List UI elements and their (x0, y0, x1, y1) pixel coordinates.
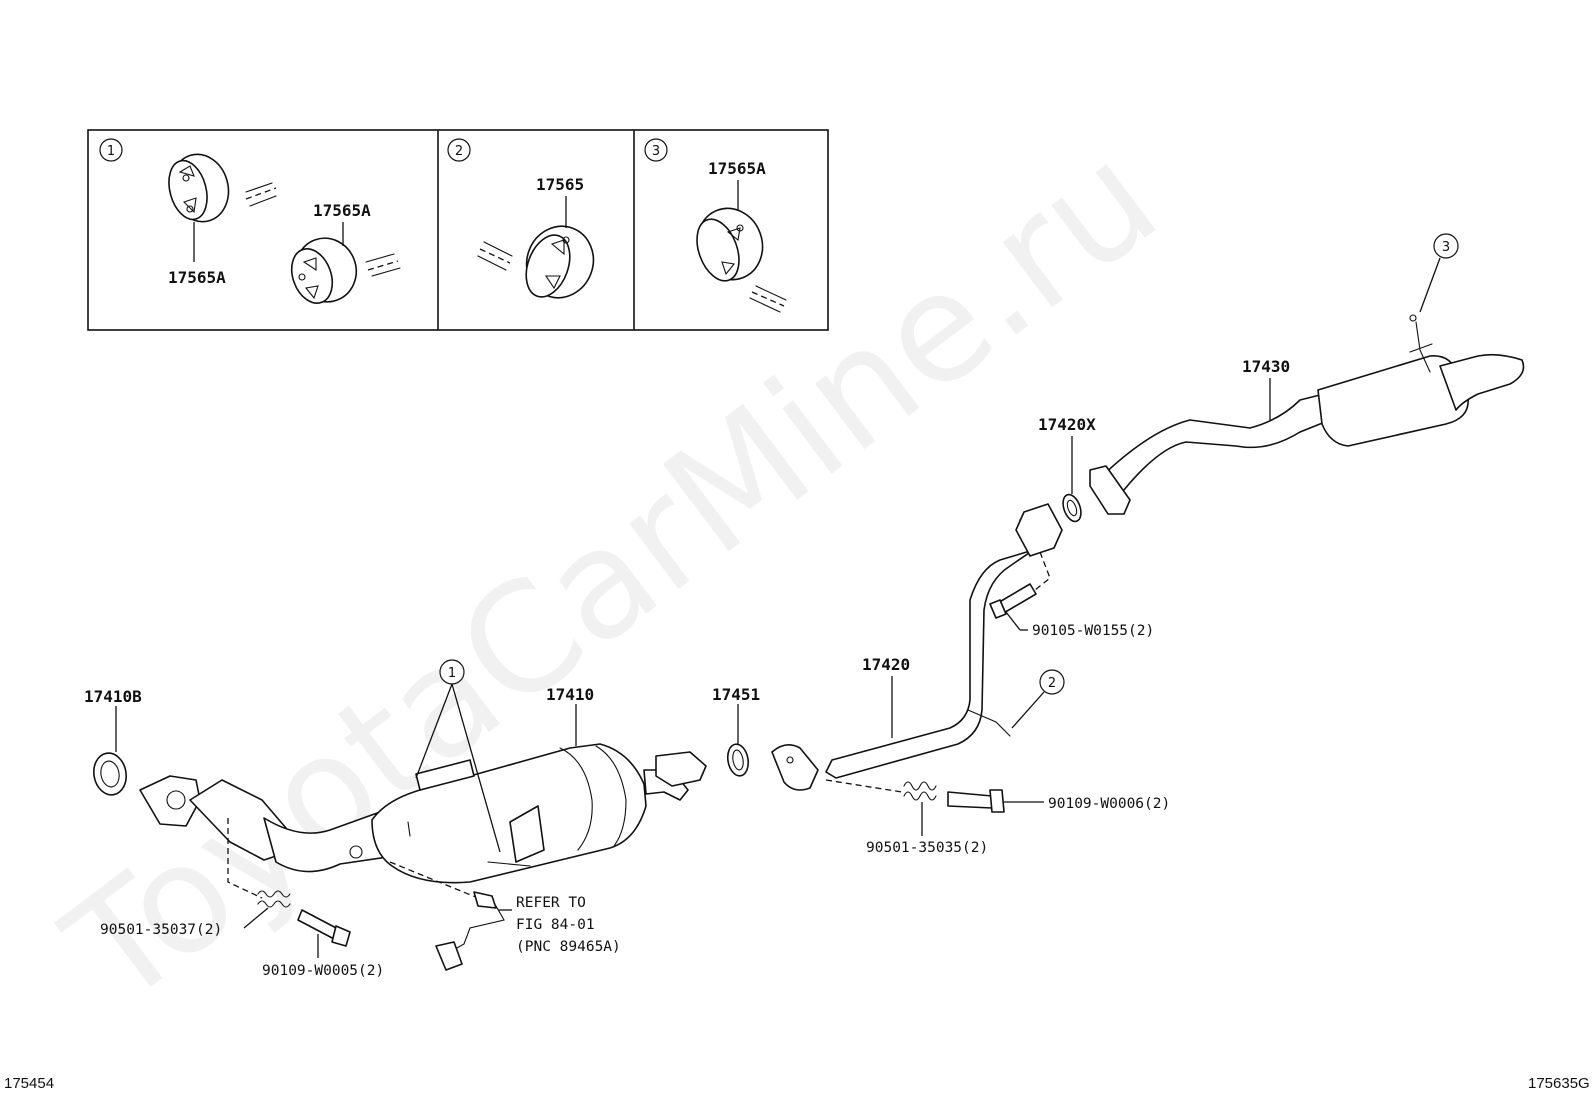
gasket-17451 (726, 743, 750, 777)
label-17410: 17410 (546, 685, 594, 704)
footer-code-right: 175635G (1528, 1075, 1590, 1092)
hanger-rubber-icon (290, 237, 358, 304)
label-90105-w0155: 90105-W0155(2) (1032, 623, 1154, 639)
oxygen-sensor-icon (389, 861, 505, 971)
label-17565a-inset1-b: 17565A (313, 201, 371, 220)
label-17420x: 17420X (1038, 415, 1096, 434)
inset-callout-3: 3 (644, 138, 668, 162)
callout-2-hanger-ref: 2 (1011, 669, 1065, 729)
label-17430: 17430 (1242, 357, 1290, 376)
inset-callout-1: 1 (99, 138, 123, 162)
svg-text:3: 3 (652, 144, 660, 159)
label-17565-inset2: 17565 (536, 175, 584, 194)
hanger-rubber-icon (525, 225, 595, 299)
label-17410b: 17410B (84, 687, 142, 706)
watermark: ToyotaCarMine.ru (36, 111, 1188, 1039)
spring-90501-35037 (257, 890, 291, 908)
refer-note-line3: (PNC 89465A) (516, 939, 621, 955)
hanger-rubber-icon (696, 207, 764, 282)
hanger-rubber-icon (168, 153, 230, 223)
svg-text:2: 2 (1048, 676, 1056, 691)
label-90501-35035: 90501-35035(2) (866, 840, 988, 856)
label-17565a-inset1-a: 17565A (168, 268, 226, 287)
svg-text:2: 2 (455, 144, 463, 159)
center-pipe-17420 (771, 503, 1063, 791)
refer-note-line1: REFER TO (516, 895, 586, 911)
hanger-inset-panel: 1 2 3 17565A 175 (87, 129, 829, 331)
label-17420: 17420 (862, 655, 910, 674)
svg-text:1: 1 (107, 144, 115, 159)
footer-code-left: 175454 (4, 1075, 54, 1092)
refer-note-line2: FIG 84-01 (516, 917, 595, 933)
label-90109-w0006: 90109-W0006(2) (1048, 796, 1170, 812)
label-17451: 17451 (712, 685, 760, 704)
label-90109-w0005: 90109-W0005(2) (262, 963, 384, 979)
spring-90501-35035 (825, 779, 937, 801)
callout-3-hanger-ref: 3 (1419, 233, 1459, 313)
converter-front-pipe-17410 (139, 743, 707, 884)
tail-pipe-muffler-17430 (1089, 314, 1525, 515)
callout-1-hanger-ref: 1 (415, 659, 501, 853)
gasket-17420x (1062, 493, 1082, 523)
gasket-17410b (93, 752, 127, 796)
bolt-90109-w0005 (297, 909, 351, 947)
label-17565a-inset3: 17565A (708, 159, 766, 178)
bolt-90105-w0155 (989, 551, 1051, 619)
svg-text:3: 3 (1442, 240, 1450, 255)
bolt-90109-w0006 (947, 789, 1005, 813)
svg-text:1: 1 (448, 666, 456, 681)
inset-callout-2: 2 (447, 138, 471, 162)
label-90501-35037: 90501-35037(2) (100, 922, 222, 938)
